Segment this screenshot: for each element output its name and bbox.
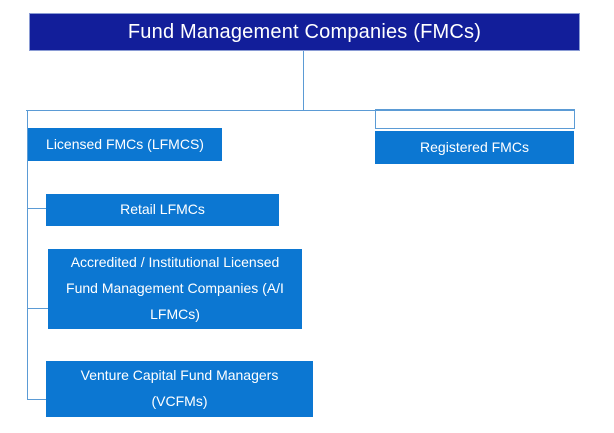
node-registered-fmcs: Registered FMCs bbox=[375, 131, 574, 164]
connector-root-vertical bbox=[303, 51, 304, 110]
connector-stub-retail bbox=[27, 208, 46, 209]
connector-left-spine bbox=[27, 110, 28, 400]
node-licensed-fmcs: Licensed FMCs (LFMCS) bbox=[28, 128, 222, 161]
connector-outline-rect bbox=[375, 109, 575, 129]
connector-stub-ai-lfmc bbox=[27, 308, 48, 309]
node-fmc-root-label: Fund Management Companies (FMCs) bbox=[127, 20, 482, 43]
node-fmc-root: Fund Management Companies (FMCs) bbox=[29, 13, 580, 51]
connector-stub-vcfm bbox=[27, 399, 46, 400]
node-ai-lfmcs-label: Accredited / Institutional Licensed Fund… bbox=[66, 254, 284, 322]
node-registered-fmcs-label: Registered FMCs bbox=[420, 138, 529, 155]
node-retail-lfmcs-label: Retail LFMCs bbox=[120, 201, 205, 218]
node-vcfms-label: Venture Capital Fund Managers (VCFMs) bbox=[80, 367, 279, 409]
node-retail-lfmcs: Retail LFMCs bbox=[46, 194, 279, 226]
node-licensed-fmcs-label: Licensed FMCs (LFMCS) bbox=[46, 135, 204, 152]
node-vcfms: Venture Capital Fund Managers (VCFMs) bbox=[46, 361, 313, 417]
node-ai-lfmcs: Accredited / Institutional Licensed Fund… bbox=[48, 249, 302, 329]
connector-main-horizontal bbox=[26, 110, 575, 111]
